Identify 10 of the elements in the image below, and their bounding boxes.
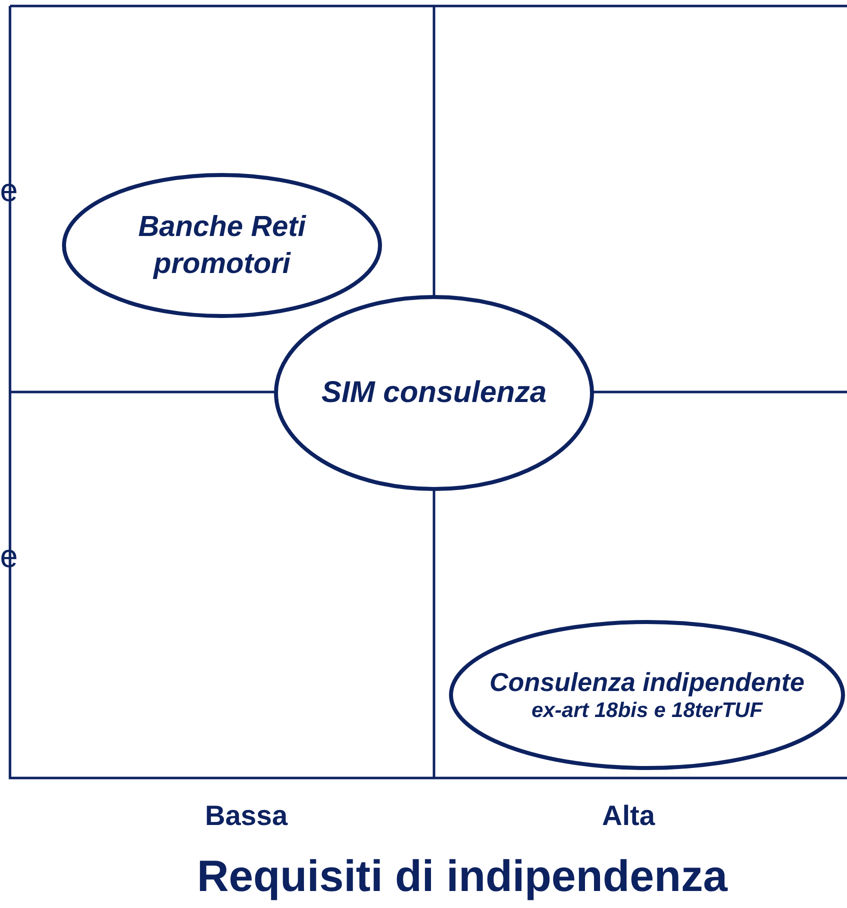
- ellipse-node: [449, 620, 845, 770]
- axis-category-label: Bassa: [205, 800, 288, 832]
- ellipse-node: [62, 173, 382, 318]
- axis-title: Requisiti di indipendenza: [197, 852, 728, 902]
- axis-category-label: Alta: [602, 800, 655, 832]
- node-label: SIM consulenza: [321, 375, 547, 412]
- node-label: Consulenza indipendente: [490, 666, 804, 698]
- node-label: Banche Reti promotori: [137, 210, 308, 282]
- ellipse-node: [274, 295, 594, 491]
- node-sublabel: ex-art 18bis e 18terTUF: [531, 698, 763, 724]
